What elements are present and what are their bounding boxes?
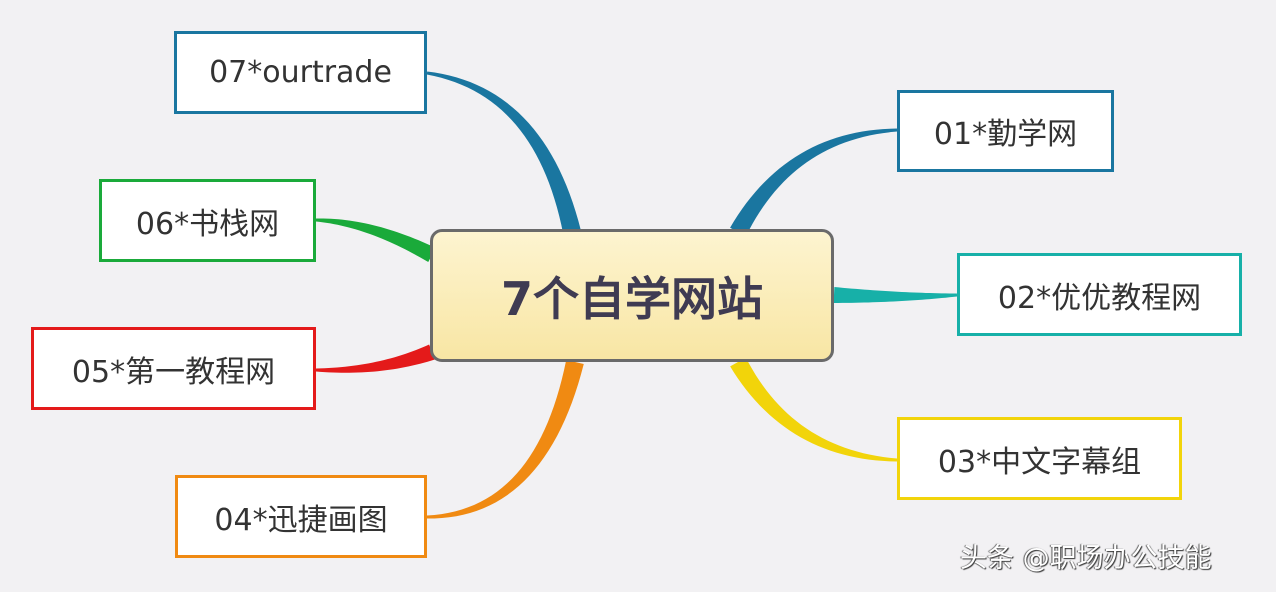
branch-n05	[315, 344, 435, 373]
node-label: 04*迅捷画图	[214, 502, 388, 538]
node-06-shuzhan[interactable]: 06*书栈网	[99, 179, 316, 262]
branch-n03	[730, 357, 898, 462]
branch-n02	[833, 287, 958, 303]
watermark: 头条 @职场办公技能	[960, 543, 1212, 574]
node-label: 01*勤学网	[933, 117, 1078, 152]
node-label: 03*中文字幕组	[937, 444, 1142, 480]
node-05-diyi[interactable]: 05*第一教程网	[31, 327, 316, 410]
branch-n04	[426, 359, 584, 519]
node-01-qinxue[interactable]: 01*勤学网	[897, 90, 1114, 172]
node-02-youyou[interactable]: 02*优优教程网	[957, 253, 1242, 336]
node-03-zimuzu[interactable]: 03*中文字幕组	[897, 417, 1182, 500]
node-label: 05*第一教程网	[71, 354, 276, 390]
central-topic[interactable]: 7个自学网站	[430, 229, 834, 362]
branch-n01	[730, 128, 898, 237]
node-07-ourtrade[interactable]: 07*ourtrade	[174, 31, 427, 114]
branch-n07	[426, 71, 581, 234]
node-label: 06*书栈网	[135, 206, 280, 242]
branch-n06	[315, 218, 436, 263]
central-topic-label: 7个自学网站	[500, 271, 763, 326]
node-label: 07*ourtrade	[209, 55, 392, 90]
node-04-xunjie[interactable]: 04*迅捷画图	[175, 475, 427, 558]
node-label: 02*优优教程网	[997, 280, 1202, 316]
